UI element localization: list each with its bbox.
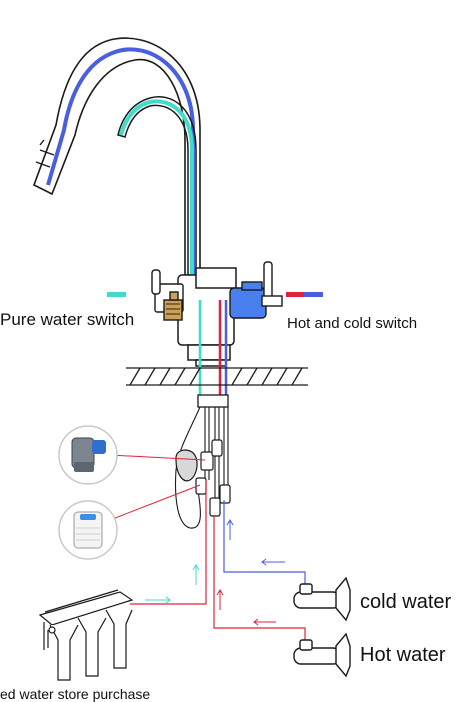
water-filter-system	[38, 589, 134, 681]
pure-supply-line	[130, 480, 207, 605]
quick-connector-closeup	[58, 425, 118, 485]
cold-flow-arrow	[226, 519, 234, 540]
mounting-nut	[197, 394, 229, 408]
cold-supply-line	[223, 500, 306, 595]
cold-angle-valve	[293, 576, 351, 622]
cold-flow-line-spout	[46, 47, 195, 300]
hot-angle-valve	[293, 632, 351, 678]
pure-water-handle	[151, 269, 184, 321]
callout-line-quick-connector	[109, 454, 206, 461]
pure-flow-arrow	[192, 564, 200, 585]
callout-line-adapter	[109, 484, 201, 521]
hot-cold-handle	[229, 261, 283, 319]
pure-water-switch-label: Pure water switch	[0, 310, 135, 329]
faucet-body	[177, 267, 237, 367]
cold-swatch	[304, 292, 323, 297]
faucet-spout	[33, 37, 201, 276]
hot-swatch	[286, 292, 304, 297]
pure-flow-line-spout	[119, 99, 194, 300]
countertop	[126, 367, 308, 386]
pure-water-spout	[117, 96, 197, 280]
adapter-closeup	[58, 500, 118, 560]
hot-flow-arrow	[216, 589, 224, 610]
hot-and-cold-switch-label: Hot and cold switch	[287, 315, 418, 332]
hot-flow-arrow-horizontal	[253, 618, 276, 626]
hot-supply-line	[213, 515, 306, 648]
footer-caption: ed water store purchase	[0, 686, 151, 702]
pure-water-swatch	[107, 292, 126, 297]
hot-water-label: Hot water	[360, 644, 446, 666]
cold-water-label: cold water	[360, 591, 452, 613]
pure-flow-arrow-horizontal	[145, 596, 171, 604]
hose-fittings	[175, 439, 231, 517]
cold-flow-arrow-horizontal	[261, 558, 285, 566]
spray-head	[35, 139, 55, 168]
